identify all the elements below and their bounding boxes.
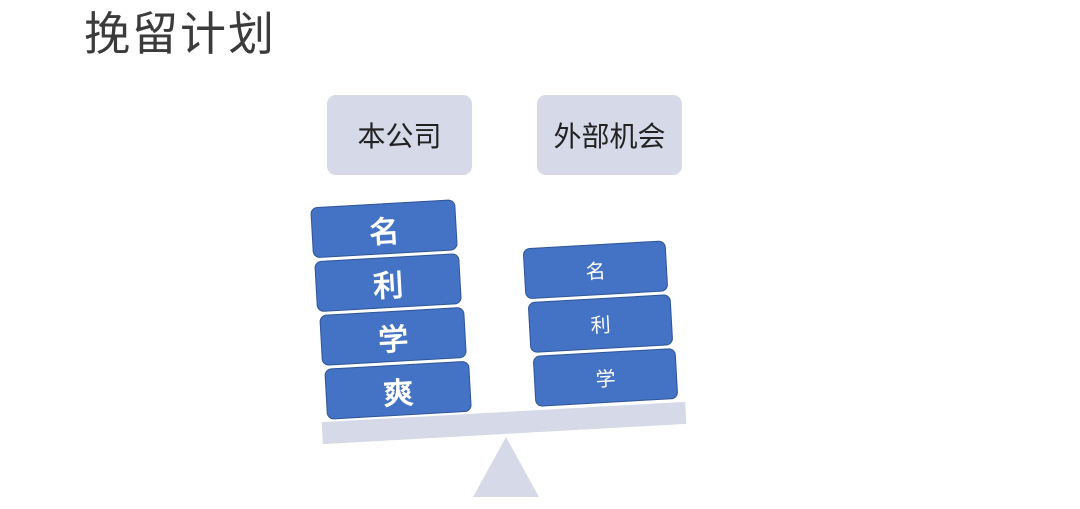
left-block-learning: 学 [319,306,467,366]
left-block-satisfaction: 爽 [324,360,472,420]
page-title: 挽留计划 [84,7,276,61]
header-external-label: 外部机会 [553,120,666,153]
header-external-opportunity: 外部机会 [537,95,682,175]
header-company-label: 本公司 [357,120,442,153]
fulcrum-triangle [473,437,539,497]
right-block-profit: 利 [527,294,674,354]
left-block-profit: 利 [314,253,462,313]
header-company: 本公司 [327,95,472,175]
right-block-stack: 名 利 学 [521,238,685,410]
right-block-fame: 名 [522,240,669,300]
left-block-stack: 名 利 学 爽 [306,197,476,420]
right-block-learning: 学 [532,347,679,407]
left-block-fame: 名 [310,199,458,259]
